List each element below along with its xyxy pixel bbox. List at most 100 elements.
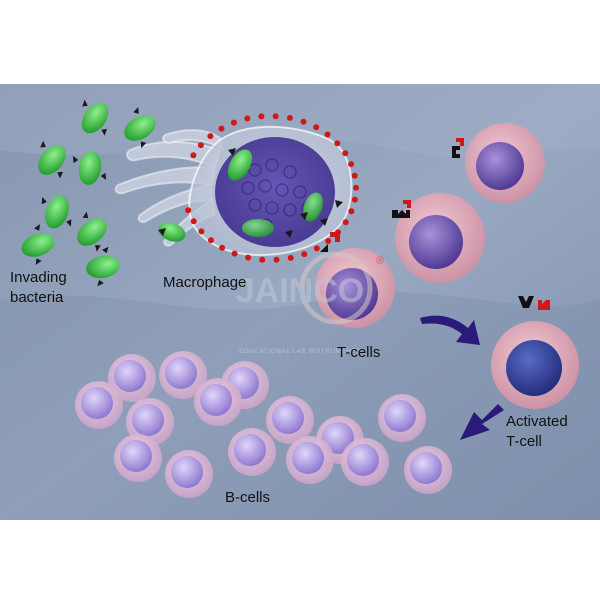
t-cell-nucleus [409, 215, 463, 269]
surface-dot [342, 219, 349, 226]
t-cell [392, 193, 485, 283]
antigen-icon [82, 99, 88, 107]
b-cell [378, 394, 426, 442]
surface-dot [218, 125, 225, 132]
label-macrophage: Macrophage [163, 274, 246, 291]
surface-dot [313, 245, 320, 252]
watermark: JAINCO ® EDUCATIONAL LAB INSTRUMENTS [236, 251, 384, 355]
surface-dot [287, 254, 294, 261]
antigen-icon [100, 172, 107, 180]
receptor-icon [392, 200, 411, 218]
antigen-icon [40, 140, 46, 148]
antigen-icon [66, 219, 72, 227]
surface-dot [244, 115, 251, 122]
surface-dot [208, 237, 214, 244]
label-b-cells: B-cells [225, 489, 270, 506]
antigen-icon [82, 211, 89, 219]
bacterium [38, 140, 66, 179]
antigen-icon [34, 224, 40, 231]
surface-dot [219, 244, 226, 251]
activated-t-cell [491, 296, 579, 409]
b-cell [75, 381, 123, 429]
surface-dot [334, 140, 341, 147]
surface-dot [185, 207, 192, 214]
bacterium [81, 99, 109, 136]
surface-dot [353, 184, 359, 191]
process-arrow-icon [420, 315, 480, 345]
antigen-icon [57, 171, 63, 179]
surface-dot [325, 238, 332, 244]
surface-dot [198, 228, 205, 235]
surface-dot [273, 256, 280, 263]
receptor-icon [452, 138, 464, 158]
b-cell [341, 438, 389, 486]
macrophage-surface-dots [185, 113, 359, 263]
engulfed-bacterium [303, 192, 323, 222]
label-activated-line2: T-cell [506, 433, 542, 450]
bacterium [41, 195, 72, 229]
bacterium [124, 107, 156, 149]
background-texture [0, 84, 600, 158]
activated-t-cell-nucleus [506, 340, 562, 396]
label-invading-line2: bacteria [10, 289, 64, 306]
antigen-icon [95, 245, 101, 252]
engulfed-bacterium [227, 149, 253, 181]
t-cell-nucleus [476, 142, 524, 190]
bacterium [86, 246, 120, 287]
b-cell [404, 446, 452, 494]
surface-dot [301, 251, 308, 258]
macrophage [114, 125, 353, 257]
antigen-icon [35, 258, 42, 265]
receptor-icon [318, 232, 340, 252]
b-cell [286, 436, 334, 484]
label-activated-line1: Activated [506, 413, 568, 430]
bacterium [72, 151, 107, 185]
antigen-icon [41, 197, 47, 205]
engulfed-bacterium [242, 219, 274, 237]
surface-dot [313, 124, 320, 131]
surface-dot [351, 196, 358, 203]
invading-bacteria-group [21, 99, 156, 287]
antigen-icon [101, 128, 107, 136]
macrophage-texture [241, 158, 315, 232]
surface-dot [190, 218, 197, 225]
t-cell [452, 123, 545, 203]
surface-dot [258, 113, 265, 120]
label-t-cells: T-cells [337, 344, 380, 361]
antigen-icon [102, 246, 109, 254]
antigen-icon [140, 141, 147, 149]
b-cell [165, 450, 213, 498]
antigen-icon [97, 279, 104, 287]
b-cell [266, 396, 314, 444]
surface-dot [259, 256, 266, 263]
antigen-icon [133, 107, 139, 114]
surface-dot [197, 142, 204, 149]
surface-dot [272, 113, 279, 120]
surface-dot [245, 254, 252, 261]
surface-dot [230, 119, 237, 126]
macrophage-antigens [158, 148, 343, 238]
surface-dot [231, 250, 238, 257]
watermark-brand: JAINCO [236, 272, 364, 310]
surface-dot [348, 208, 355, 215]
surface-dot [190, 152, 197, 159]
surface-dot [300, 118, 307, 125]
bacterium [21, 224, 55, 265]
process-arrow-icon [460, 404, 504, 440]
watermark-registered: ® [376, 255, 384, 267]
surface-dot [324, 131, 331, 138]
antigen-icon [72, 155, 79, 164]
watermark-ring [299, 251, 373, 325]
b-cell [194, 378, 242, 426]
engulfed-bacterium [158, 222, 186, 242]
bacterium [77, 211, 107, 252]
b-cell [114, 434, 162, 482]
b-cell [108, 354, 156, 402]
receptor-icon [518, 296, 550, 310]
surface-dot [286, 114, 293, 121]
surface-dot [348, 161, 355, 168]
watermark-tagline: EDUCATIONAL LAB INSTRUMENTS [239, 348, 361, 355]
surface-dot [351, 172, 358, 179]
label-invading-line1: Invading [10, 269, 67, 286]
